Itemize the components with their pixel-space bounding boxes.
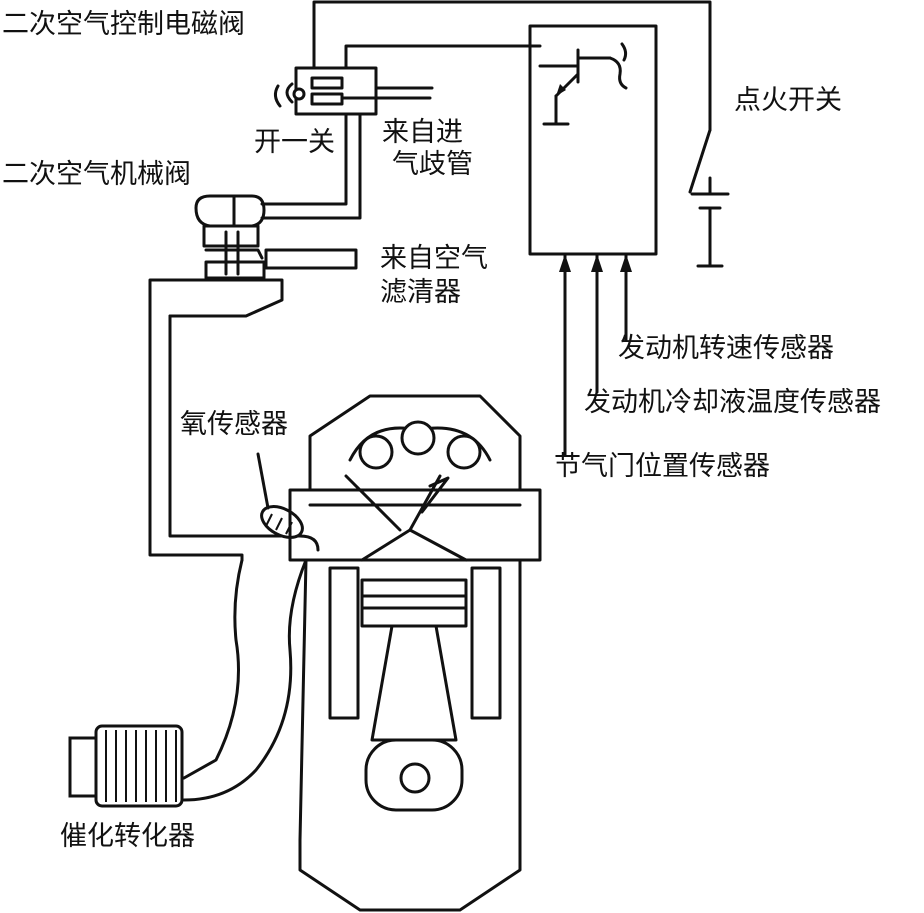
label-engine-speed-sensor: 发动机转速传感器 (618, 333, 834, 364)
label-throttle-position-sensor: 节气门位置传感器 (554, 451, 770, 482)
oxygen-sensor (256, 452, 304, 539)
secondary-air-pipe (148, 278, 284, 562)
label-from-intake-1: 来自进 (382, 117, 463, 148)
engine-block (288, 394, 542, 912)
label-mechanical-valve: 二次空气机械阀 (2, 159, 191, 190)
exhaust-pipe (182, 534, 320, 802)
ecu-box (528, 24, 658, 256)
label-from-filter-2: 滤清器 (380, 277, 461, 308)
control-wire (344, 44, 542, 70)
label-catalytic-converter: 催化转化器 (60, 821, 195, 852)
solenoid-valve (273, 66, 434, 116)
catalytic-converter (68, 724, 184, 808)
ignition-switch-symbol (688, 128, 730, 268)
sensor-inputs (559, 252, 632, 457)
label-from-intake-2: 气歧管 (392, 149, 473, 180)
mechanical-valve (194, 194, 358, 280)
vacuum-hose (260, 112, 348, 206)
label-on-off: 开一关 (254, 127, 335, 158)
label-oxygen-sensor: 氧传感器 (180, 409, 288, 440)
power-wire (312, 0, 712, 132)
label-coolant-temp-sensor: 发动机冷却液温度传感器 (584, 387, 881, 418)
label-from-filter-1: 来自空气 (380, 243, 488, 274)
transistor-symbol (538, 42, 628, 126)
label-ignition-switch: 点火开关 (734, 85, 842, 116)
label-solenoid-valve: 二次空气控制电磁阀 (2, 9, 245, 40)
